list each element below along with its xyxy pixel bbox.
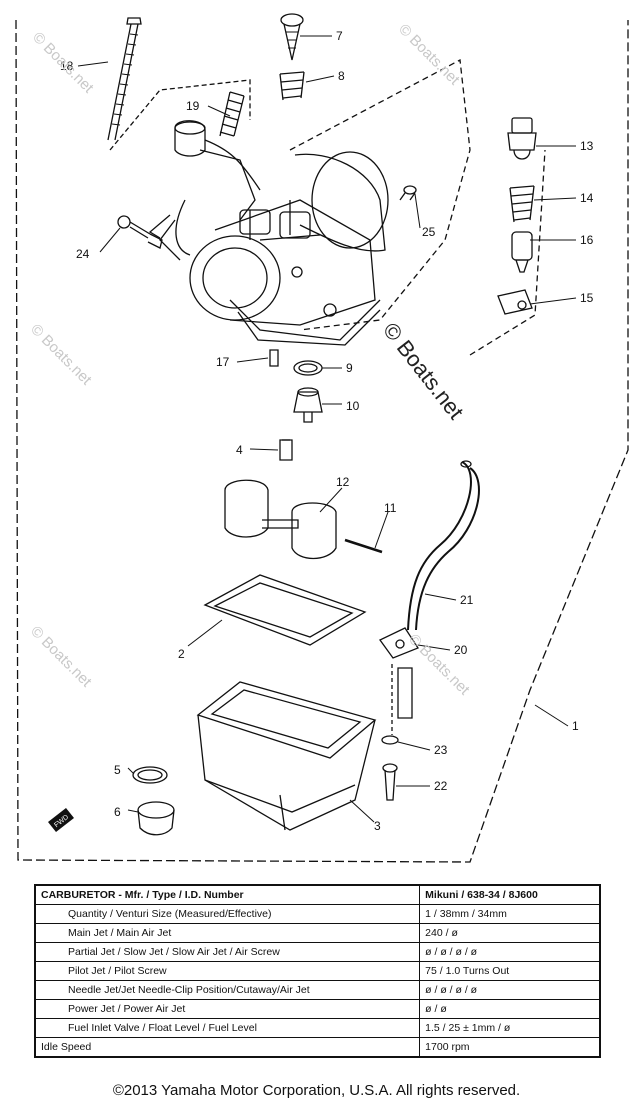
- watermark: © Boats.net: [27, 623, 95, 691]
- callout-8: 8: [338, 69, 345, 83]
- part-19-spring: [219, 91, 245, 137]
- part-20-sleeve: [397, 667, 413, 719]
- watermark: © Boats.net: [27, 321, 95, 389]
- spec-label: CARBURETOR - Mfr. / Type / I.D. Number: [34, 884, 421, 905]
- part-22-screw: [382, 763, 398, 801]
- part-23-washer: [381, 735, 399, 745]
- spec-label: Pilot Jet / Pilot Screw: [34, 961, 421, 981]
- callout-5: 5: [114, 763, 121, 777]
- sub-boundary: [289, 58, 471, 331]
- callout-21: 21: [460, 593, 474, 607]
- spec-value: 1 / 38mm / 34mm: [419, 904, 601, 924]
- part-18-screw: [107, 17, 251, 151]
- spec-value: 240 / ø: [419, 923, 601, 943]
- part-3-float-bowl: [196, 681, 377, 831]
- watermark: © Boats.net: [29, 29, 97, 97]
- spec-label: Idle Speed: [34, 1037, 421, 1058]
- callout-20: 20: [454, 643, 468, 657]
- callout-3: 3: [374, 819, 381, 833]
- callout-24: 24: [76, 247, 90, 261]
- part-6-plug: [137, 801, 175, 836]
- spec-label: Main Jet / Main Air Jet: [34, 923, 421, 943]
- part-8-spring: [279, 71, 305, 101]
- part-12-float: [224, 479, 337, 560]
- callout-4: 4: [236, 443, 243, 457]
- part-11-pin: [344, 538, 383, 554]
- part-24-screw: [117, 215, 163, 249]
- callout-25: 25: [422, 225, 436, 239]
- part-25-screw: [399, 185, 417, 201]
- exploded-parts-diagram: FWD 1 2 3 4 5 6 7 8 9 10 11 12 13 14 15 …: [15, 13, 629, 863]
- callout-16: 16: [580, 233, 594, 247]
- part-5-oring: [132, 766, 168, 784]
- callout-10: 10: [346, 399, 360, 413]
- spec-value: 1.5 / 25 ± 1mm / ø: [419, 1018, 601, 1038]
- callout-12: 12: [336, 475, 350, 489]
- part-14-spring: [509, 185, 535, 223]
- spec-value: ø / ø / ø / ø: [419, 980, 601, 1000]
- part-10-jet-holder: [293, 387, 323, 423]
- part-20-bracket: [379, 627, 419, 659]
- part-9-oring: [293, 360, 323, 376]
- part-15-plate: [497, 289, 533, 315]
- callout-13: 13: [580, 139, 594, 153]
- callout-9: 9: [346, 361, 353, 375]
- callout-14: 14: [580, 191, 594, 205]
- spec-value: ø / ø: [419, 999, 601, 1019]
- spec-label: Power Jet / Power Air Jet: [34, 999, 421, 1019]
- callout-15: 15: [580, 291, 594, 305]
- callout-19: 19: [186, 99, 200, 113]
- part-17-pin: [269, 349, 279, 367]
- spec-label: Needle Jet/Jet Needle-Clip Position/Cuta…: [34, 980, 421, 1000]
- callout-2: 2: [178, 647, 185, 661]
- watermark: © Boats.net: [395, 21, 463, 89]
- part-21-hose: [407, 460, 480, 631]
- callout-11: 11: [384, 501, 397, 515]
- callout-22: 22: [434, 779, 448, 793]
- spec-value: ø / ø / ø / ø: [419, 942, 601, 962]
- callout-18: 18: [60, 59, 74, 73]
- part-4-main-jet: [279, 439, 293, 461]
- sub-boundary-right: [469, 149, 546, 356]
- callout-1: 1: [572, 719, 579, 733]
- spec-row: Fuel Inlet Valve / Float Level / Fuel Le…: [34, 1018, 601, 1038]
- spec-row: Partial Jet / Slow Jet / Slow Air Jet / …: [34, 942, 601, 962]
- part-16-needle-valve: [511, 231, 533, 273]
- spec-label: Quantity / Venturi Size (Measured/Effect…: [34, 904, 421, 924]
- watermark: © Boats.net: [405, 631, 473, 699]
- group-boundary: [15, 19, 629, 863]
- spec-value: 75 / 1.0 Turns Out: [419, 961, 601, 981]
- part-13-fitting: [507, 117, 537, 160]
- leader-lines: [77, 35, 577, 823]
- spec-row: Needle Jet/Jet Needle-Clip Position/Cuta…: [34, 980, 601, 1000]
- callout-6: 6: [114, 805, 121, 819]
- spec-label: Fuel Inlet Valve / Float Level / Fuel Le…: [34, 1018, 421, 1038]
- part-7-screw: [280, 13, 304, 61]
- callout-23: 23: [434, 743, 448, 757]
- spec-row: Quantity / Venturi Size (Measured/Effect…: [34, 904, 601, 924]
- spec-value: 1700 rpm: [419, 1037, 601, 1058]
- watermark-main: © Boats.net: [378, 318, 469, 424]
- spec-label: Partial Jet / Slow Jet / Slow Air Jet / …: [34, 942, 421, 962]
- carburetor-body: [148, 120, 389, 346]
- copyright-notice: ©2013 Yamaha Motor Corporation, U.S.A. A…: [112, 1082, 521, 1099]
- spec-value: Mikuni / 638-34 / 8J600: [419, 884, 601, 905]
- callout-7: 7: [336, 29, 343, 43]
- fwd-arrow-icon: FWD: [48, 808, 74, 832]
- callout-17: 17: [216, 355, 230, 369]
- part-2-gasket: [203, 574, 367, 646]
